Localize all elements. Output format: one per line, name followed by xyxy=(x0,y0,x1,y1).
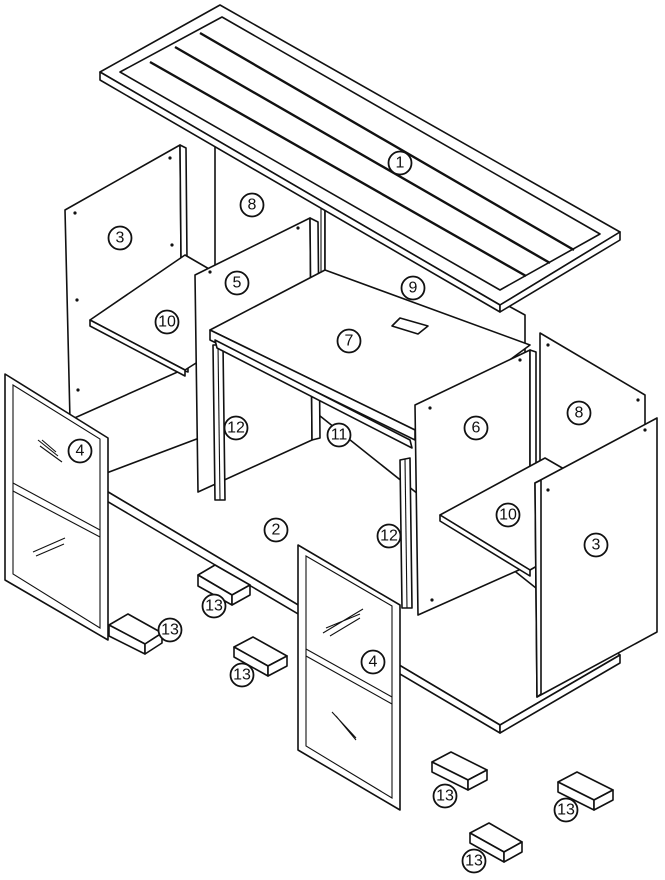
callout-circle xyxy=(263,517,289,543)
callout-circle xyxy=(400,275,426,301)
callout-number: 8 xyxy=(575,405,584,422)
callout-circle xyxy=(326,422,352,448)
callout-circle xyxy=(154,309,180,335)
callout-8: 8 xyxy=(566,400,592,426)
callout-1: 1 xyxy=(387,150,413,176)
top-panel xyxy=(99,4,621,313)
callout-circle xyxy=(583,532,609,558)
callout-circle xyxy=(376,523,402,549)
callout-circle xyxy=(432,783,458,809)
callout-10: 10 xyxy=(495,502,521,528)
callout-circle xyxy=(157,617,183,643)
callout-3: 3 xyxy=(107,225,133,251)
callout-13: 13 xyxy=(229,662,255,688)
callout-number: 13 xyxy=(233,667,251,684)
plinth-block xyxy=(469,822,523,863)
callout-number: 11 xyxy=(331,427,348,444)
upright-post-right xyxy=(399,457,413,609)
callout-number: 4 xyxy=(76,443,85,460)
callout-number: 13 xyxy=(557,802,575,819)
callout-circle xyxy=(360,649,386,675)
callout-number: 12 xyxy=(380,528,398,545)
callout-number: 9 xyxy=(409,280,418,297)
plinth-block xyxy=(197,564,251,606)
plinth-block xyxy=(233,636,288,677)
callout-circle xyxy=(461,848,487,874)
callout-4: 4 xyxy=(67,438,93,464)
callout-8: 8 xyxy=(239,192,265,218)
callout-13: 13 xyxy=(157,617,183,643)
callout-number: 10 xyxy=(158,314,176,331)
callout-circle xyxy=(336,328,362,354)
callout-circle xyxy=(67,438,93,464)
callout-13: 13 xyxy=(432,783,458,809)
front-rail xyxy=(214,339,413,449)
upright-post-left xyxy=(212,344,226,501)
callout-11: 11 xyxy=(326,422,352,448)
callout-10: 10 xyxy=(154,309,180,335)
callout-13: 13 xyxy=(201,593,227,619)
callout-number: 10 xyxy=(499,507,517,524)
callout-number: 7 xyxy=(345,333,354,350)
callout-number: 1 xyxy=(396,155,405,172)
callout-12: 12 xyxy=(376,523,402,549)
callout-circle xyxy=(387,150,413,176)
callout-6: 6 xyxy=(463,415,489,441)
callout-number: 13 xyxy=(161,622,179,639)
callout-13: 13 xyxy=(553,797,579,823)
callout-circle xyxy=(223,415,249,441)
callout-7: 7 xyxy=(336,328,362,354)
plinth-block xyxy=(431,751,488,791)
callout-circle xyxy=(229,662,255,688)
callout-number: 6 xyxy=(472,420,481,437)
callout-circle xyxy=(224,270,250,296)
callout-number: 3 xyxy=(592,537,601,554)
side-panel-right xyxy=(534,417,658,698)
callout-2: 2 xyxy=(263,517,289,543)
callout-circle xyxy=(566,400,592,426)
callout-circle xyxy=(495,502,521,528)
callout-number: 5 xyxy=(233,275,242,292)
callout-number: 13 xyxy=(436,788,454,805)
callout-4: 4 xyxy=(360,649,386,675)
callout-circle xyxy=(553,797,579,823)
callout-number: 8 xyxy=(248,197,257,214)
callout-circle xyxy=(107,225,133,251)
callout-number: 13 xyxy=(205,598,223,615)
callout-9: 9 xyxy=(400,275,426,301)
callout-number: 12 xyxy=(227,420,245,437)
callout-number: 13 xyxy=(465,853,483,870)
door-left xyxy=(4,373,109,641)
plinth-block xyxy=(557,771,614,811)
callout-12: 12 xyxy=(223,415,249,441)
callout-13: 13 xyxy=(461,848,487,874)
callout-5: 5 xyxy=(224,270,250,296)
callout-circle xyxy=(201,593,227,619)
callout-circle xyxy=(239,192,265,218)
callout-number: 2 xyxy=(272,522,281,539)
callout-circle xyxy=(463,415,489,441)
callout-number: 3 xyxy=(116,230,125,247)
plinth-block xyxy=(108,613,163,655)
door-front xyxy=(297,544,401,811)
callout-3: 3 xyxy=(583,532,609,558)
callout-number: 4 xyxy=(369,654,378,671)
